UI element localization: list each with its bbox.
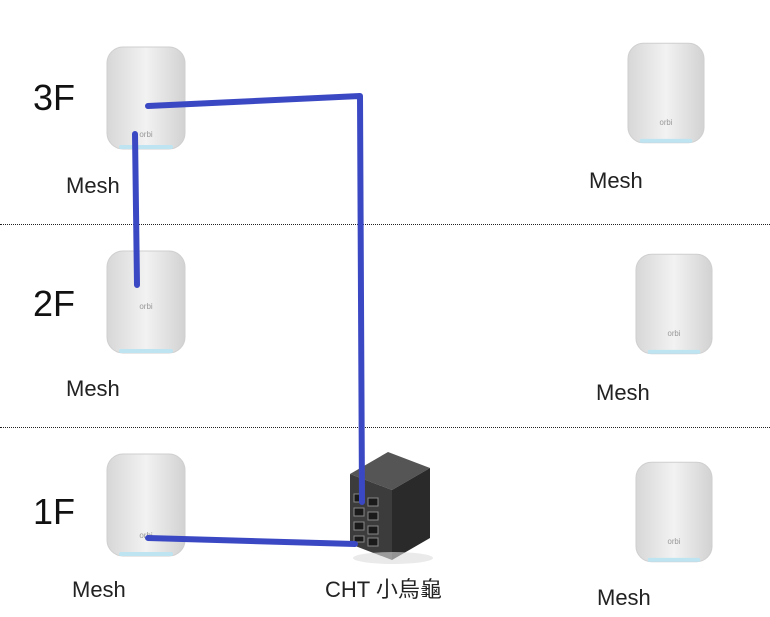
svg-text:orbi: orbi (139, 302, 153, 311)
mesh-unit-1f-right: orbi (634, 459, 714, 567)
cable-3f-to-switch (145, 93, 365, 505)
svg-text:orbi: orbi (659, 118, 672, 127)
mesh-label-2f-right: Mesh (596, 380, 650, 405)
switch-label: CHT 小烏龜 (325, 577, 442, 602)
svg-text:orbi: orbi (139, 531, 153, 540)
cable-3f-to-2f (132, 131, 140, 288)
mesh-label-1f-right: Mesh (597, 585, 651, 610)
floor-label-1f: 1F (33, 491, 76, 532)
svg-text:orbi: orbi (667, 537, 680, 546)
floor-divider-2f-1f (0, 427, 770, 428)
floor-label-2f: 2F (33, 283, 76, 324)
mesh-unit-3f-right: orbi (626, 40, 706, 148)
svg-text:orbi: orbi (139, 130, 153, 139)
floor-divider-3f-2f (0, 224, 770, 225)
floor-label-3f: 3F (33, 77, 76, 118)
mesh-label-1f-left: Mesh (72, 577, 126, 602)
mesh-label-3f-right: Mesh (589, 168, 643, 193)
cable-1f-to-switch (145, 535, 358, 547)
svg-text:orbi: orbi (667, 329, 680, 338)
mesh-unit-1f-left: orbi (105, 452, 187, 560)
mesh-unit-2f-right: orbi (634, 251, 714, 359)
mesh-label-2f-left: Mesh (66, 376, 120, 401)
mesh-label-3f-left: Mesh (66, 173, 120, 198)
mesh-unit-2f-left: orbi (105, 249, 187, 357)
